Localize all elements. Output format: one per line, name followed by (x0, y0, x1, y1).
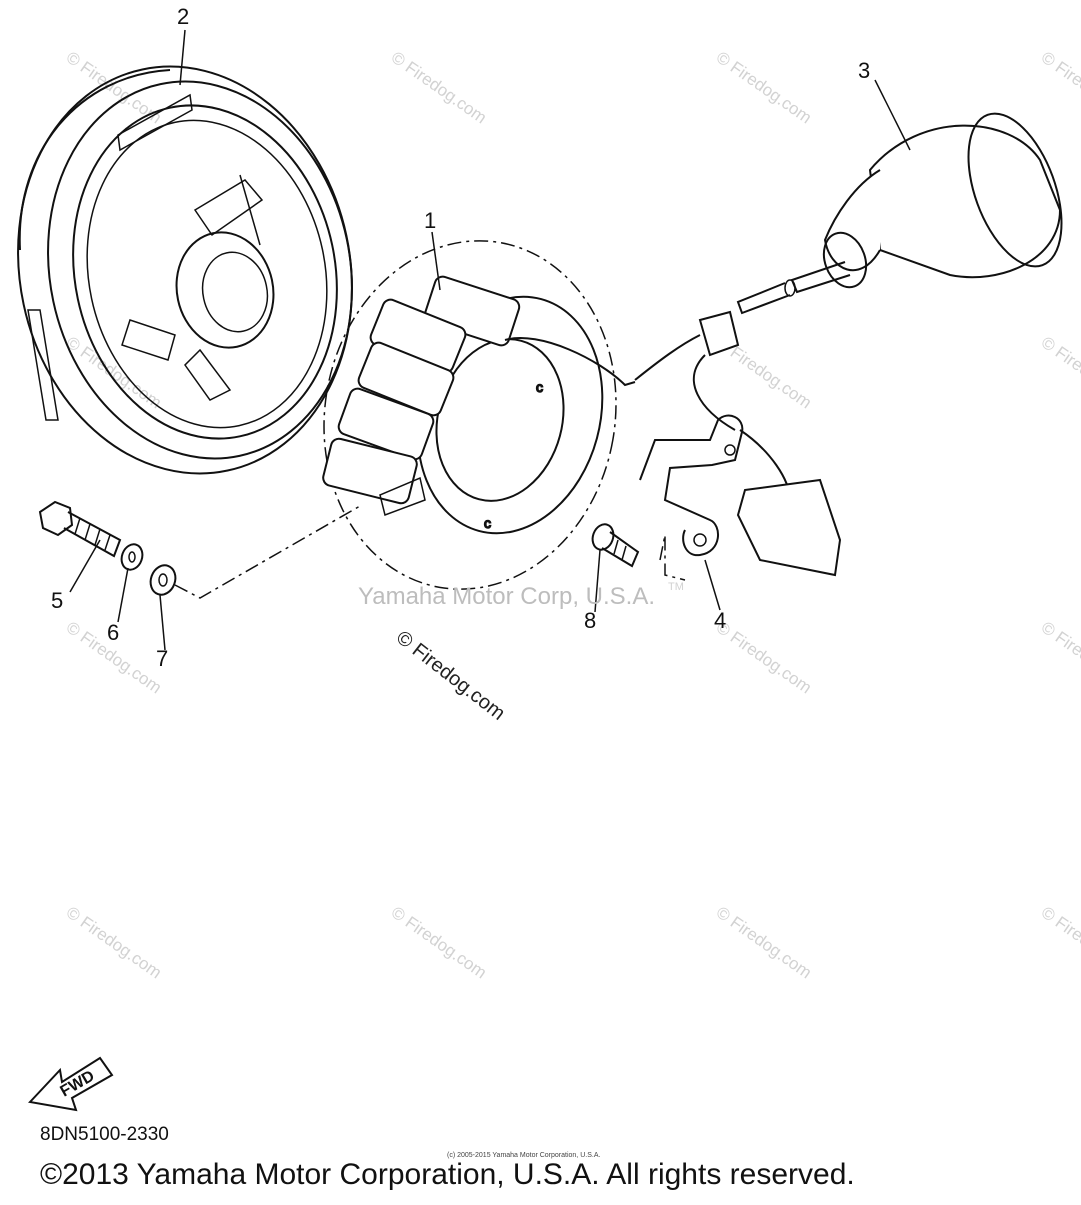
part-8-screw (591, 523, 686, 581)
callout-7: 7 (156, 646, 168, 671)
part-4-clamp (639, 414, 744, 557)
callout-2: 2 (177, 4, 189, 29)
callout-labels: 1 2 3 4 5 6 7 8 (51, 4, 870, 671)
watermark-2: © Firedog.com (388, 48, 490, 128)
callout-3: 3 (858, 58, 870, 83)
svg-text:c: c (484, 515, 491, 531)
part-3-sensor (692, 112, 1063, 577)
callout-4: 4 (714, 608, 726, 633)
leader-lines (69, 29, 911, 651)
watermark-9: © Firedog.com (713, 618, 815, 698)
small-copyright: (c) 2005-2015 Yamaha Motor Corporation, … (447, 1152, 601, 1159)
fwd-arrow-icon: FWD (28, 1056, 114, 1112)
watermark-12: © Firedog.com (388, 903, 490, 983)
part-6-washer (120, 543, 144, 571)
callout-6: 6 (107, 620, 119, 645)
center-firedog-watermark: © Firedog.com (392, 627, 509, 725)
callout-1: 1 (424, 208, 436, 233)
watermark-13: © Firedog.com (713, 903, 815, 983)
tm-mark: TM (668, 581, 684, 593)
part-1-stator: c c (322, 240, 701, 590)
watermark-4: © Firedog.com (1038, 48, 1081, 128)
diagram-code: 8DN5100-2330 (40, 1124, 169, 1145)
watermark-11: © Firedog.com (63, 903, 165, 983)
yamaha-overlay-watermark: Yamaha Motor Corp, U.S.A. (358, 583, 655, 610)
part-5-bolt (38, 500, 122, 558)
part-7-washer (149, 505, 361, 599)
watermark-7: © Firedog.com (1038, 333, 1081, 413)
svg-text:c: c (536, 379, 543, 395)
copyright-footer: ©2013 Yamaha Motor Corporation, U.S.A. A… (40, 1158, 855, 1191)
watermark-3: © Firedog.com (713, 48, 815, 128)
watermark-14: © Firedog.com (1038, 903, 1081, 983)
part-2-rotor (17, 65, 353, 475)
callout-5: 5 (51, 588, 63, 613)
watermark-10: © Firedog.com (1038, 618, 1081, 698)
callout-8: 8 (584, 608, 596, 633)
